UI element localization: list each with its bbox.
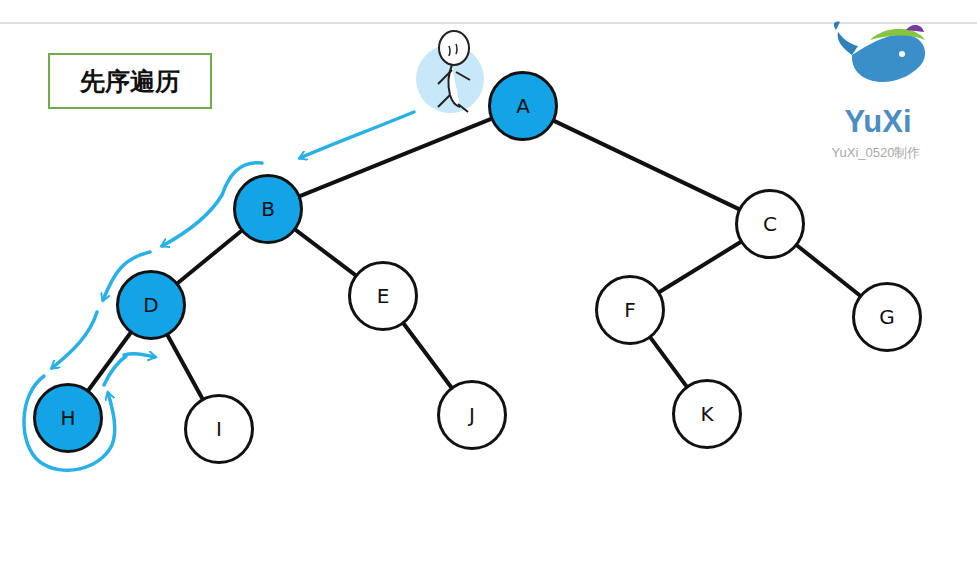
tree-node: G: [852, 282, 922, 352]
tree-edge: [404, 324, 451, 387]
watermark-credit: YuXi_0520制作: [832, 144, 921, 162]
tree-edge: [296, 230, 355, 275]
node-letter: A: [516, 94, 530, 118]
node-letter: H: [60, 406, 75, 430]
top-rule: [0, 22, 977, 24]
tree-node: H: [33, 383, 103, 453]
tree-edge: [178, 231, 241, 283]
node-letter: D: [143, 293, 158, 317]
node-letter: E: [377, 284, 390, 308]
whale-logo: [834, 22, 925, 82]
node-letter: F: [624, 298, 636, 322]
tree-edge: [89, 333, 131, 390]
node-letter: C: [763, 212, 777, 236]
node-letter: K: [700, 402, 713, 426]
tree-node: K: [672, 379, 742, 449]
node-letter: J: [469, 403, 475, 427]
title-box: 先序遍历: [48, 53, 212, 109]
tree-edge: [300, 119, 490, 196]
tree-node: F: [595, 275, 665, 345]
tree-node: E: [348, 261, 418, 331]
tree-node: A: [488, 71, 558, 141]
tree-edge: [555, 121, 739, 209]
title-text: 先序遍历: [80, 65, 180, 98]
tree-edge: [660, 242, 740, 291]
tree-edge: [797, 246, 859, 295]
watermark-logo-text: YuXi: [844, 104, 911, 140]
tree-edge: [168, 336, 202, 399]
tree-node: J: [437, 380, 507, 450]
tree-node: B: [233, 174, 303, 244]
node-letter: I: [216, 417, 222, 441]
node-letter: G: [879, 305, 895, 329]
tree-edge: [651, 338, 686, 386]
node-letter: B: [261, 197, 275, 221]
tree-node: C: [735, 189, 805, 259]
runner-figure: [416, 31, 484, 113]
tree-node: I: [184, 394, 254, 464]
tree-node: D: [116, 270, 186, 340]
